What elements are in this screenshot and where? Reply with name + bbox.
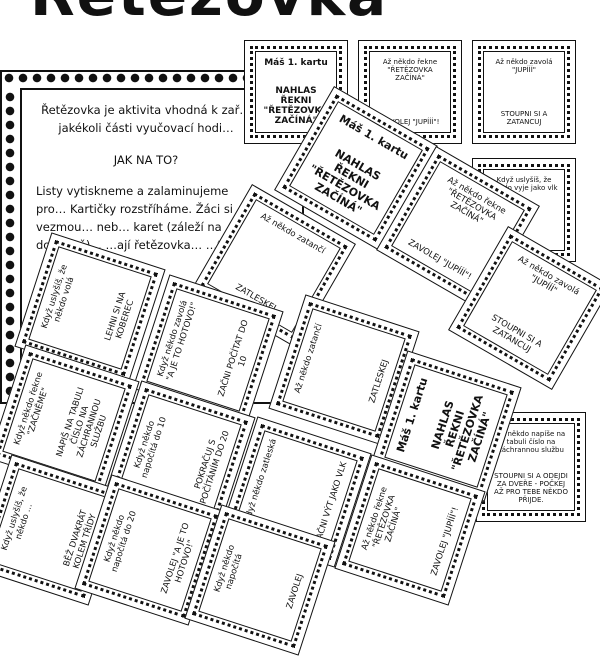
card: Až někdo zavolá "JUPÍÍÍ"STOUPNI SI A ZAT… xyxy=(472,40,576,144)
sheet-text: Řetězovka je aktivita vhodná k zař… jaké… xyxy=(36,102,256,269)
sheet-frame xyxy=(20,88,302,402)
intro-paragraph: Řetězovka je aktivita vhodná k zař… jaké… xyxy=(41,103,251,135)
instructions-paragraph: Listy vytiskneme a zalaminujeme pro… Kar… xyxy=(36,184,251,252)
how-to-heading: JAK NA TO? xyxy=(113,152,179,167)
dotted-border-left xyxy=(4,90,16,402)
page-title: Řetězovka xyxy=(0,0,390,24)
dotted-border-top xyxy=(2,72,302,84)
